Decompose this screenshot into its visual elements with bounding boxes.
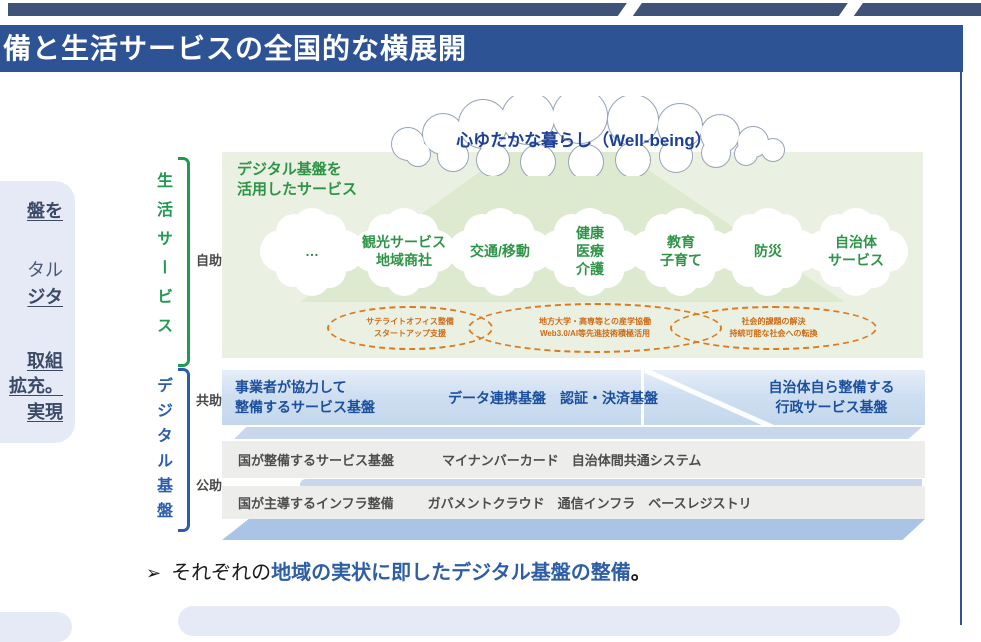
strip-slash — [836, 1, 865, 19]
cloud-blob — [565, 226, 615, 276]
header-bar: 備と生活サービスの全国的な横展開 — [0, 25, 963, 72]
base-trapezoid — [222, 519, 925, 540]
national-infra-items: ガバメントクラウド 通信インフラ ベースレジストリ — [427, 496, 752, 511]
public-help-label: 公助 — [196, 478, 223, 493]
cloud-blob — [287, 226, 337, 276]
note-prefix: それぞれの — [171, 562, 272, 584]
service-bubble-municipal: 自治体 サービス — [800, 200, 912, 302]
provider-left-text: 事業者が協力して 整備するサービス基盤 — [235, 379, 375, 416]
digital-platform-vertical-label: デジタル基盤 — [154, 377, 171, 527]
initiative-ellipse-social: 社会的課題の解決 持続可能な社会への転換 — [670, 306, 877, 350]
panel-title: デジタル基盤を 活用したサービス — [237, 161, 358, 199]
side-text-fragment: タル — [27, 260, 63, 280]
wellbeing-cloud-shape — [391, 96, 785, 176]
bottom-left-stub — [0, 612, 72, 642]
provider-center-text: データ連携基盤 認証・決済基盤 — [448, 390, 658, 406]
mutual-help-label: 共助 — [196, 393, 223, 408]
provider-platform-row: 事業者が協力して 整備するサービス基盤 データ連携基盤 認証・決済基盤 自治体自… — [222, 368, 925, 435]
cloud-blob — [656, 226, 706, 276]
life-services-vertical-label: 生活サービス — [154, 172, 171, 346]
service-bubble-transport: 交通/移動 — [444, 200, 556, 302]
cloud-blob — [475, 226, 525, 276]
transition-band — [234, 427, 922, 439]
side-text-fragment: 実現 — [27, 402, 63, 422]
side-text-fragment: 拡充。 — [9, 376, 63, 396]
provider-right-text: 自治体自ら整備する 行政サービス基盤 — [768, 379, 895, 416]
service-bubble-disaster: 防災 — [712, 200, 824, 302]
service-bubble-education: 教育 子育て — [625, 200, 737, 302]
national-infra-label: 国が主導するインフラ整備 — [238, 496, 394, 511]
service-bubble-others: … — [256, 200, 368, 302]
strip-slash — [615, 1, 644, 19]
cloud-blob — [831, 226, 881, 276]
page-right-border — [960, 72, 962, 625]
top-decorative-strip — [8, 1, 981, 19]
side-text-fragment: 盤を — [27, 201, 63, 221]
service-bubble-tourism: 観光サービス 地域商社 — [348, 200, 460, 302]
cloud-blob — [743, 226, 793, 276]
side-text-fragment: 取組 — [27, 351, 63, 371]
self-help-label: 自助 — [196, 253, 223, 268]
note-emphasis: 地域の実状に即したデジタル基盤の整備 — [271, 562, 631, 584]
service-bubble-health: 健康 医療 介護 — [534, 200, 646, 302]
cloud-blob — [379, 226, 429, 276]
national-service-label: 国が整備するサービス基盤 — [238, 453, 395, 468]
digital-platform-bracket — [178, 368, 190, 532]
arrow-bullet-icon: ➢ — [146, 563, 162, 583]
transition-band — [300, 479, 922, 486]
left-side-panel — [0, 181, 75, 443]
side-text-fragment: ジタ — [27, 287, 63, 307]
national-service-row: 国が整備するサービス基盤 マイナンバーカード 自治体間共通システム — [222, 441, 925, 478]
row-divider — [641, 370, 644, 425]
bottom-right-stub — [178, 606, 900, 636]
wellbeing-label: 心ゆたかな暮らし（Well-being） — [456, 131, 712, 150]
page-title: 備と生活サービスの全国的な横展開 — [3, 33, 468, 64]
life-services-bracket — [178, 157, 190, 367]
national-service-items: マイナンバーカード 自治体間共通システム — [442, 453, 702, 468]
national-infra-row: 国が主導するインフラ整備 ガバメントクラウド 通信インフラ ベースレジストリ — [222, 486, 925, 519]
bottom-note: ➢ それぞれの地域の実状に即したデジタル基盤の整備。 — [146, 556, 651, 585]
note-suffix: 。 — [630, 562, 651, 584]
